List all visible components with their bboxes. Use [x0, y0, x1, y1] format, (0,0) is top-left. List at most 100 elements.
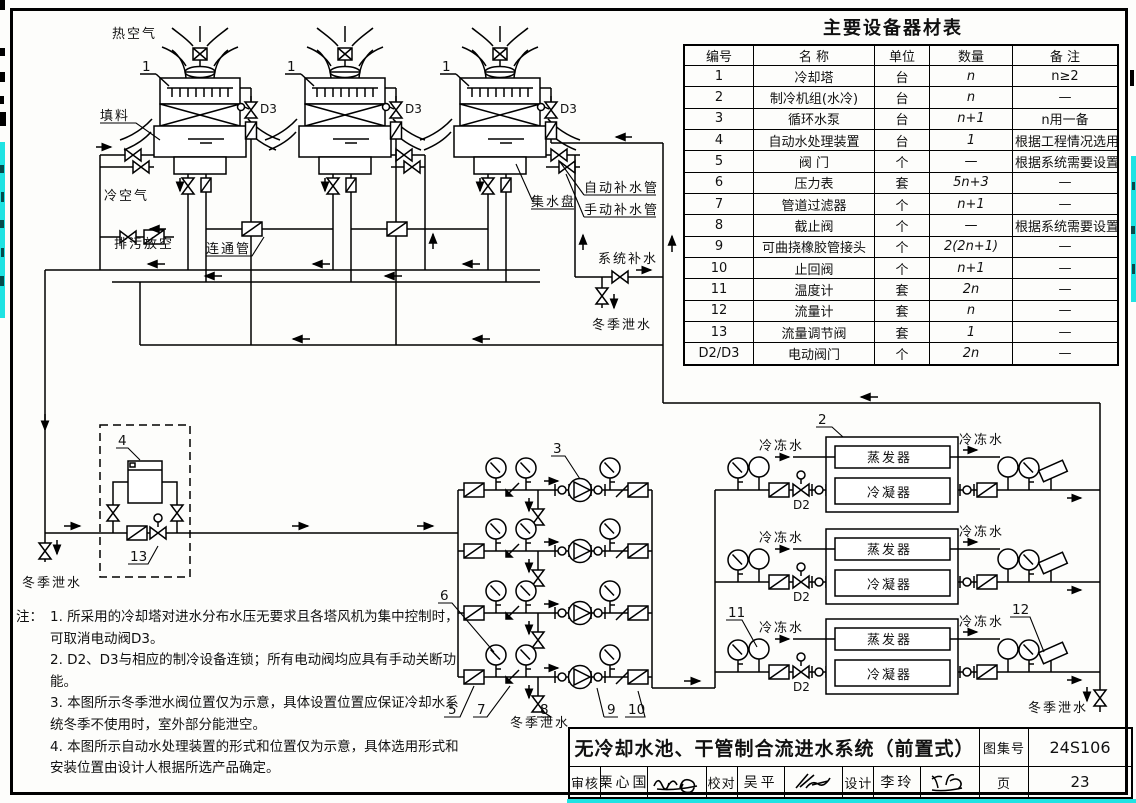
reviewer-name: 栗心国 [601, 767, 648, 797]
equipment-cell: 2n [929, 342, 1013, 366]
equipment-cell: n [929, 299, 1013, 323]
key-7: 7 [477, 702, 486, 718]
note-text: 3. 本图所示冬季泄水阀位置仅为示意，具体设置位置应保证冷却水系统冬季不使用时，… [50, 695, 459, 733]
fill-label: 填料 [100, 109, 130, 124]
equipment-cell: 制冷机组(水冷) [753, 86, 875, 109]
designer-name: 李玲 [874, 767, 922, 797]
equipment-cell: 套 [874, 321, 930, 344]
blowdown-label: 排污放空 [114, 237, 174, 252]
key-10: 10 [628, 702, 645, 718]
scan-mark [0, 165, 4, 173]
equipment-cell: 台 [874, 129, 930, 152]
equipment-cell: 10 [683, 257, 754, 280]
scan-mark [1131, 226, 1135, 234]
reviewer-label: 审核 [570, 767, 601, 797]
scan-mark [1, 248, 4, 257]
key-5: 5 [448, 702, 457, 718]
equipment-cell: n+1 [929, 107, 1013, 131]
equipment-cell: 套 [874, 278, 930, 301]
atlas-number: 24S106 [1049, 738, 1111, 757]
basin-label: 集水盘 [531, 194, 576, 210]
scan-mark [0, 0, 5, 10]
note-prefix: 注： [16, 609, 43, 625]
equipment-cell: 电动阀门 [753, 342, 875, 366]
designer-label: 设计 [843, 767, 875, 797]
equipment-cell: 3 [683, 107, 754, 131]
equipment-cell: — [929, 214, 1013, 237]
checker-name: 吴平 [738, 767, 785, 797]
equipment-cell: 个 [874, 214, 930, 237]
equipment-cell: 个 [874, 150, 930, 173]
diagram-labels: 热空气 填料 冷空气 排污放空 连通管 集水盘 自动补水管 手动补水管 系统补水… [22, 26, 1088, 731]
equipment-cell: 个 [874, 235, 930, 259]
equipment-cell: 台 [874, 64, 930, 88]
signature-image [794, 773, 831, 789]
hot-air-label: 热空气 [112, 26, 157, 42]
key-6: 6 [440, 588, 449, 604]
equipment-col-header: 数量 [929, 44, 1013, 66]
equipment-cell: 7 [683, 193, 754, 216]
equipment-cell: 根据工程情况选用 [1012, 129, 1119, 152]
key-3: 3 [553, 441, 562, 457]
note-prefix [16, 650, 50, 693]
equipment-cell: 5 [683, 150, 754, 173]
scan-mark [0, 276, 4, 286]
winter-drain-label: 冬季泄水 [22, 575, 82, 591]
note-item: 4. 本图所示自动水处理装置的形式和位置仅为示意，具体选用形式和安装位置由设计人… [16, 737, 468, 780]
equipment-cell: n≥2 [1012, 64, 1119, 88]
equipment-table-header-row: 编号名 称单位数量备 注 [683, 44, 1119, 66]
key-9: 9 [607, 702, 616, 718]
equipment-cell: 2n [929, 278, 1013, 301]
scan-mark [0, 112, 6, 126]
equipment-cell: — [929, 150, 1013, 173]
signature-image [653, 778, 697, 793]
equipment-col-header: 名 称 [753, 44, 875, 66]
equipment-cell: 压力表 [753, 171, 875, 195]
equipment-cell: n [929, 64, 1013, 88]
scan-mark [0, 96, 4, 104]
equipment-cell: — [1012, 235, 1119, 259]
scan-strip-left [0, 142, 5, 318]
reviewer-signature [648, 767, 707, 797]
equipment-cell: — [1012, 171, 1119, 195]
note-item: 3. 本图所示冬季泄水阀位置仅为示意，具体设置位置应保证冷却水系统冬季不使用时，… [16, 693, 468, 736]
note-text: 2. D2、D3与相应的制冷设备连锁；所有电动阀均应具有手动关断功能。 [50, 652, 457, 690]
atlas-number-label: 图集号 [980, 729, 1029, 766]
equipment-cell: 1 [929, 321, 1013, 344]
equipment-cell: 流量计 [753, 299, 875, 323]
equipment-cell: 流量调节阀 [753, 321, 875, 344]
equipment-cell: 冷却塔 [753, 64, 875, 88]
key-4: 4 [118, 433, 127, 449]
equipment-cell: 8 [683, 214, 754, 237]
key-2: 2 [818, 412, 827, 428]
equipment-cell: 管道过滤器 [753, 193, 875, 216]
page-label: 页 [980, 767, 1030, 797]
equipment-cell: 2(2n+1) [929, 235, 1013, 259]
equipment-cell: n+1 [929, 193, 1013, 216]
key-13: 13 [130, 549, 147, 565]
equipment-col-header: 备 注 [1012, 44, 1119, 66]
signature-image [931, 773, 963, 792]
equipment-cell: 1 [683, 64, 754, 88]
equipment-col-header: 编号 [683, 44, 754, 66]
manual-makeup-label: 手动补水管 [584, 203, 659, 218]
scan-mark [1132, 182, 1135, 190]
scan-mark [1132, 264, 1135, 274]
equipment-cell: — [1012, 299, 1119, 323]
equipment-cell: 套 [874, 171, 930, 195]
equipment-cell: — [1012, 193, 1119, 216]
scan-mark [0, 48, 5, 56]
winter-drain-label: 冬季泄水 [1028, 700, 1088, 716]
equipment-cell: 截止阀 [753, 214, 875, 237]
equipment-cell: 台 [874, 107, 930, 131]
equipment-table-title: 主要设备器材表 [823, 18, 963, 39]
